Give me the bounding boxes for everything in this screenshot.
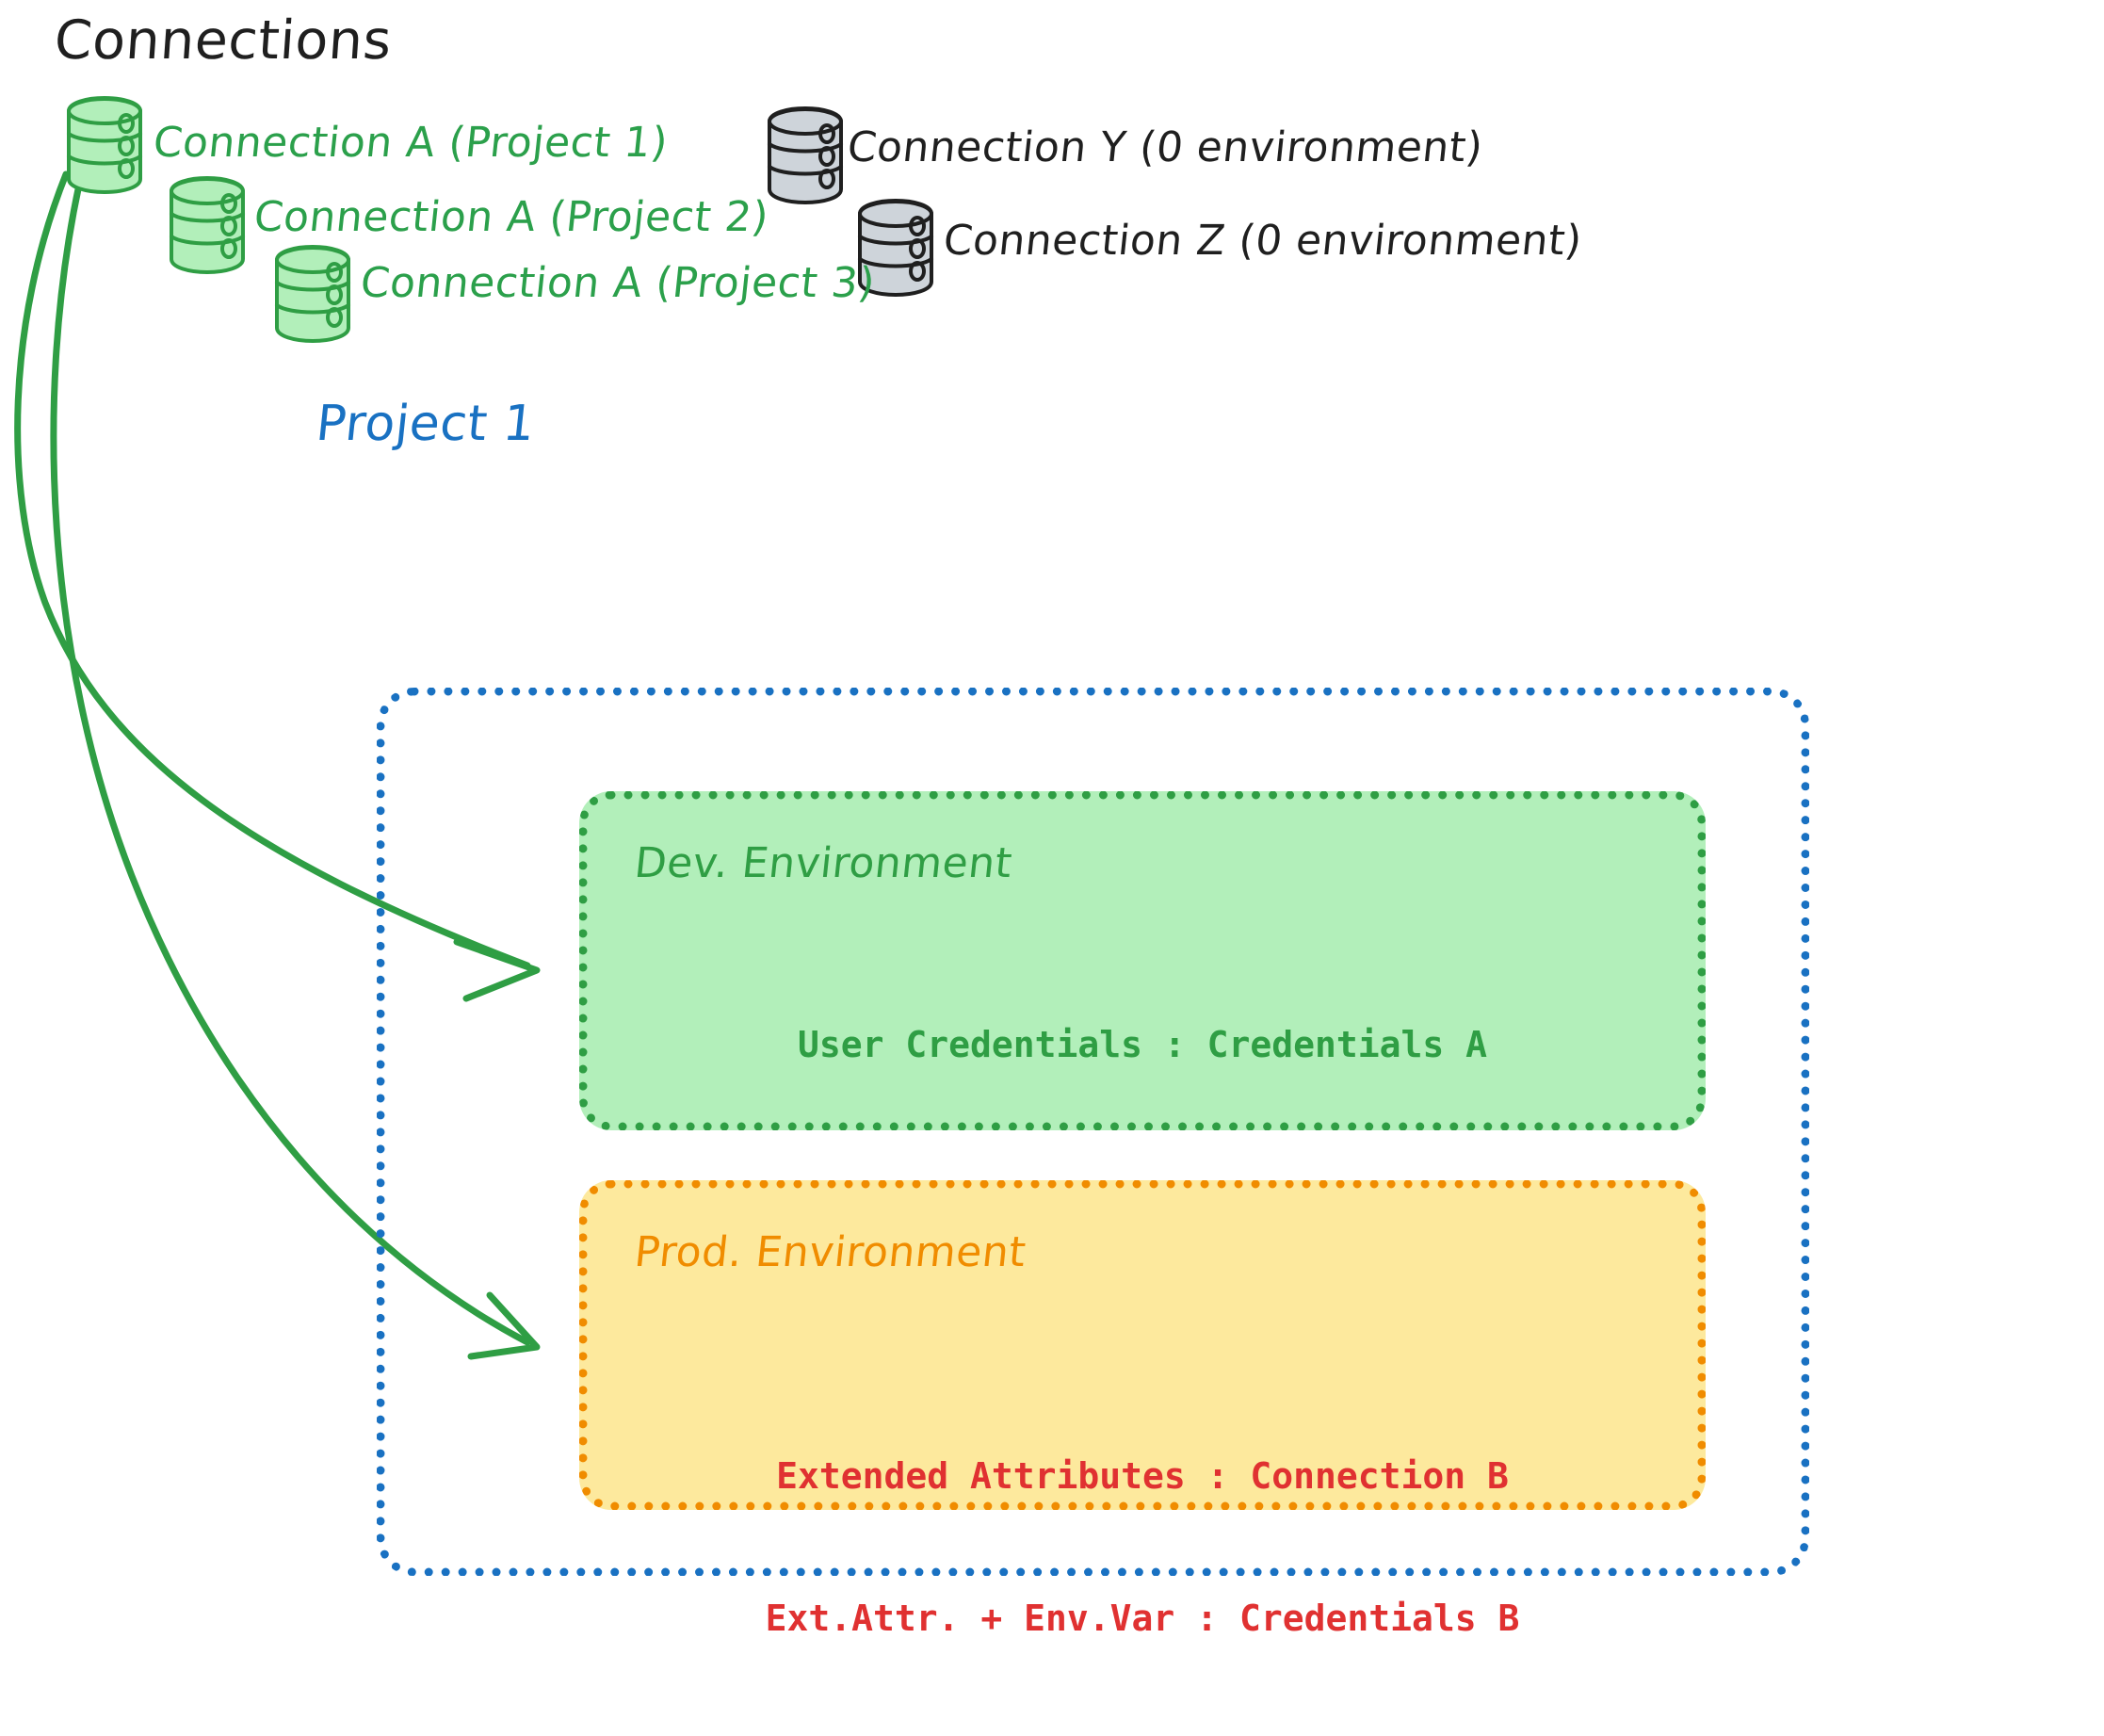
prod-environment-title: Prod. Environment: [632, 1228, 1028, 1276]
dev-environment-box: Dev. Environment User Credentials : Cred…: [579, 791, 1706, 1130]
prod-environment-box: Prod. Environment Extended Attributes : …: [579, 1180, 1706, 1639]
dev-environment-title: Dev. Environment: [632, 839, 1015, 887]
database-icon-connection-y[interactable]: [765, 104, 846, 207]
connection-label-z: Connection Z (0 environment): [941, 217, 1585, 265]
project-title: Project 1: [313, 396, 539, 452]
project-container: [377, 688, 1809, 1576]
prod-line-1: Extended Attributes : Connection B: [776, 1455, 1509, 1498]
database-icon-connection-z[interactable]: [855, 196, 936, 300]
page-title: Connections: [52, 9, 395, 72]
diagram-canvas: Connections: [14, 9, 1809, 1639]
connection-label-a-project-1: Connection A (Project 1): [151, 119, 671, 167]
database-icon-connection-a-project-1[interactable]: [64, 94, 145, 196]
connection-label-a-project-3: Connection A (Project 3): [358, 259, 878, 307]
dev-environment-credentials: User Credentials : Credentials A: [797, 1024, 1488, 1065]
prod-line-2: Ext.Attr. + Env.Var : Credentials B: [765, 1597, 1520, 1639]
database-icon-connection-a-project-2[interactable]: [167, 174, 248, 276]
database-icon-connection-a-project-3[interactable]: [272, 243, 353, 345]
connection-label-a-project-2: Connection A (Project 2): [251, 193, 771, 241]
connection-label-y: Connection Y (0 environment): [845, 123, 1486, 171]
prod-environment-attributes: Extended Attributes : Connection B Ext.A…: [588, 1358, 1697, 1736]
